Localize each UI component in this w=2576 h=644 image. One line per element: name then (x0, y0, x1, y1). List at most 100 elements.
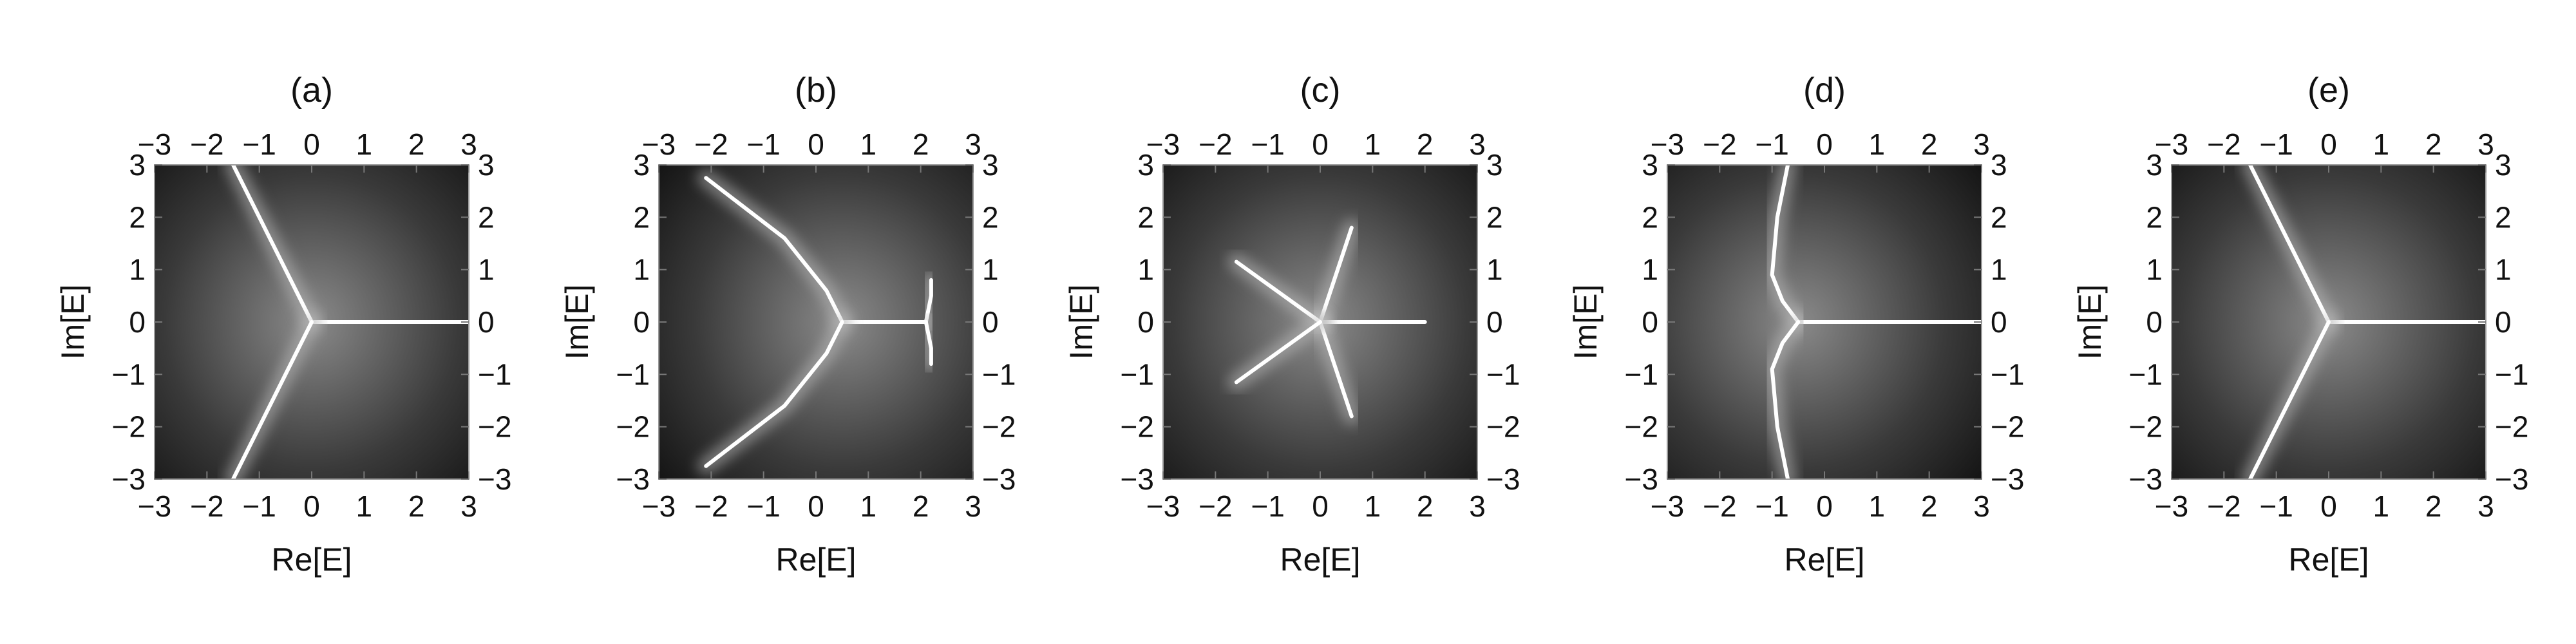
y-tick-label-right: 1 (1486, 253, 1503, 287)
plot-area (1667, 165, 1982, 479)
x-tick-label-bottom: 1 (1869, 489, 1886, 523)
y-tick-label-left: 2 (1642, 200, 1658, 234)
bright-line (1770, 320, 1801, 479)
y-tick-label-right: −3 (982, 462, 1016, 496)
x-tick-label-bottom: 1 (2373, 489, 2390, 523)
y-axis-label: Im[E] (559, 285, 595, 360)
y-tick-label-left: −2 (616, 410, 650, 444)
y-tick-label-right: −2 (1991, 410, 2024, 444)
y-tick-label-right: −3 (1486, 462, 1520, 496)
panel-a: (a) Re[E] Im[E] −3−3−3−3−2−2−2−2−1−1−1−1… (55, 71, 511, 578)
bright-line (923, 278, 933, 324)
x-tick-label-bottom: 2 (913, 489, 929, 523)
y-tick-label-left: −1 (112, 357, 146, 391)
y-tick-label-right: −2 (2495, 410, 2528, 444)
y-tick-label-left: −3 (1121, 462, 1154, 496)
panel-title: (b) (795, 71, 837, 109)
x-tick-label-top: −3 (1651, 128, 1684, 161)
bright-line (704, 320, 844, 468)
x-tick-label-top: 1 (1869, 128, 1886, 161)
y-tick-label-right: −2 (478, 410, 511, 444)
x-tick-label-bottom: −1 (2259, 489, 2293, 523)
y-tick-label-right: 3 (1486, 148, 1503, 182)
y-tick-label-right: 0 (478, 305, 495, 339)
y-tick-label-left: −1 (2129, 357, 2163, 391)
y-tick-label-left: 1 (633, 253, 650, 287)
x-tick-label-top: −3 (138, 128, 171, 161)
y-tick-label-left: 1 (2146, 253, 2163, 287)
x-tick-label-bottom: 1 (860, 489, 877, 523)
x-tick-label-bottom: −2 (1198, 489, 1232, 523)
bright-line (1770, 165, 1801, 324)
y-tick-label-left: −2 (112, 410, 146, 444)
y-tick-label-right: −2 (1486, 410, 1520, 444)
x-tick-label-top: 1 (860, 128, 877, 161)
y-tick-label-left: 0 (1642, 305, 1658, 339)
x-tick-label-top: 2 (408, 128, 425, 161)
x-tick-label-bottom: 1 (1365, 489, 1381, 523)
x-tick-label-top: −1 (2259, 128, 2293, 161)
y-tick-label-right: −1 (1486, 357, 1520, 391)
bright-line (1234, 320, 1322, 384)
x-tick-label-bottom: −2 (1703, 489, 1736, 523)
y-tick-label-right: −1 (1991, 357, 2024, 391)
panel-d: (d) Re[E] Im[E] −3−3−3−3−2−2−2−2−1−1−1−1… (1567, 71, 2024, 578)
y-tick-label-right: −3 (1991, 462, 2024, 496)
x-tick-label-bottom: −1 (1251, 489, 1284, 523)
y-tick-label-left: 2 (1137, 200, 1154, 234)
x-tick-label-bottom: 0 (2320, 489, 2337, 523)
y-tick-label-right: 1 (478, 253, 495, 287)
x-tick-label-bottom: 3 (965, 489, 981, 523)
bright-line (231, 165, 314, 324)
bright-line (2248, 165, 2331, 324)
x-tick-label-bottom: −3 (1651, 489, 1684, 523)
y-tick-label-left: −1 (616, 357, 650, 391)
x-tick-label-top: 2 (2425, 128, 2442, 161)
y-tick-label-right: 3 (2495, 148, 2512, 182)
x-tick-label-top: 0 (1816, 128, 1833, 161)
x-tick-label-bottom: 0 (1816, 489, 1833, 523)
x-axis-label: Re[E] (775, 542, 856, 578)
plot-area (1163, 165, 1477, 479)
x-tick-label-bottom: 2 (408, 489, 425, 523)
plot-area (2172, 165, 2486, 479)
y-tick-label-right: 2 (478, 200, 495, 234)
x-tick-label-top: 0 (1312, 128, 1329, 161)
y-tick-label-left: 3 (2146, 148, 2163, 182)
x-tick-label-top: −2 (190, 128, 223, 161)
x-tick-label-top: 3 (2477, 128, 2494, 161)
x-tick-label-top: −1 (242, 128, 276, 161)
y-tick-label-left: −2 (2129, 410, 2163, 444)
x-tick-label-top: 0 (303, 128, 320, 161)
x-tick-label-top: 1 (2373, 128, 2390, 161)
x-tick-label-bottom: −3 (1146, 489, 1180, 523)
y-tick-label-right: −1 (2495, 357, 2528, 391)
panel-e: (e) Re[E] Im[E] −3−3−3−3−2−2−2−2−1−1−1−1… (2072, 71, 2528, 578)
x-tick-label-top: 1 (356, 128, 373, 161)
y-tick-label-right: 0 (1991, 305, 2007, 339)
y-axis-label: Im[E] (1063, 285, 1099, 360)
bright-line (231, 320, 314, 479)
x-tick-label-top: −2 (1703, 128, 1736, 161)
x-tick-label-top: −1 (746, 128, 780, 161)
x-tick-label-bottom: 2 (2425, 489, 2442, 523)
bright-line (1234, 260, 1322, 324)
y-tick-label-left: −3 (2129, 462, 2163, 496)
y-tick-label-left: 2 (633, 200, 650, 234)
x-tick-label-bottom: 3 (1973, 489, 1990, 523)
y-tick-label-left: −1 (1121, 357, 1154, 391)
bright-line (704, 176, 844, 324)
x-tick-label-bottom: −1 (1755, 489, 1788, 523)
x-tick-label-top: −3 (642, 128, 676, 161)
plot-area (155, 165, 469, 479)
bright-line (1318, 225, 1354, 324)
y-tick-label-left: −3 (616, 462, 650, 496)
y-tick-label-right: 3 (478, 148, 495, 182)
panel-title: (e) (2307, 71, 2350, 109)
x-tick-label-bottom: −2 (694, 489, 728, 523)
x-axis-label: Re[E] (1280, 542, 1360, 578)
x-tick-label-bottom: 0 (808, 489, 824, 523)
panel-c: (c) Re[E] Im[E] −3−3−3−3−2−2−2−2−1−1−1−1… (1063, 71, 1520, 578)
y-tick-label-right: 2 (1486, 200, 1503, 234)
